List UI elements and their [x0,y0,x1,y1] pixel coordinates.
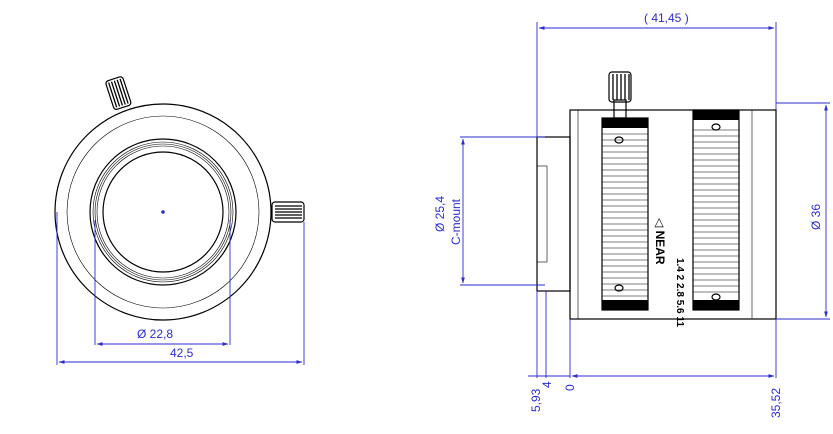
lens-center-dot [161,210,165,214]
side-view: ( 41,45 ) ◁ NEAR 1.4 2 2.8 5.6 [433,11,830,418]
outer-width-label: 42,5 [170,346,194,360]
outer-ring-inner-edge [66,115,260,309]
focus-near-label: ◁ NEAR [653,217,667,265]
c-mount-flange [536,136,571,292]
mount-type-label: C-mount [449,198,463,245]
aperture-ring [601,117,649,311]
offset-label-4: 4 [540,381,554,388]
top-locking-screw [105,76,132,110]
mount-diameter-label: Ø 25,4 [433,196,447,232]
thread-ring-3 [94,143,232,281]
inner-diameter-label: Ø 22,8 [137,327,173,341]
aperture-scale-label: 1.4 2 2.8 5.6 11 [674,258,685,327]
thread-ring-4 [96,145,230,279]
offset-label-0: 0 [563,384,577,391]
total-length-label: ( 41,45 ) [644,11,689,25]
lens-glass [102,151,224,273]
thread-ring-outer [89,138,237,286]
front-view: Ø 22,8 42,5 [54,76,305,365]
focus-ring [692,109,740,311]
offset-label-35-52: 35,52 [769,388,783,418]
thread-ring-2 [92,141,234,283]
front-diameter-label: Ø 36 [809,204,823,230]
offset-label-5-93: 5,93 [529,388,543,412]
lens-barrel [569,109,777,320]
c-mount-thread [536,165,548,263]
side-view-top-screw [608,71,632,119]
side-locking-screw [271,201,305,223]
